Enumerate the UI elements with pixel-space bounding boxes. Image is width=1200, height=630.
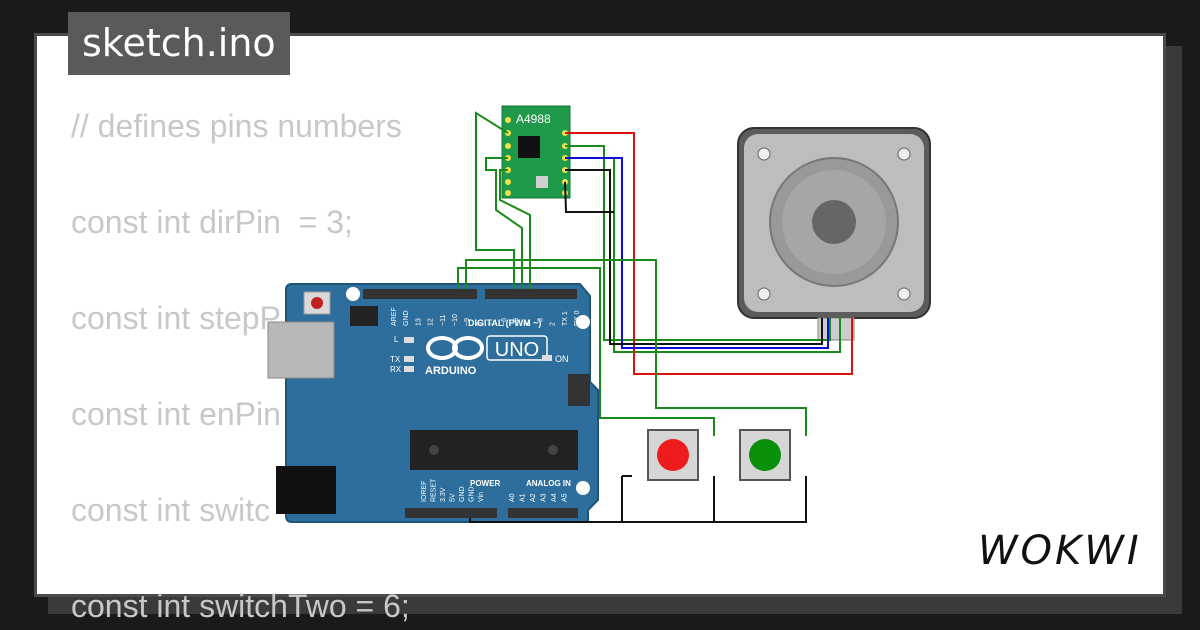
code-line-5: const int switc [71,492,271,528]
analog-in-label: ANALOG IN [526,479,571,488]
led-l-label: L [394,335,399,344]
arduino-logo-text: ARDUINO [425,365,477,377]
led-rx-label: RX [390,365,402,374]
red-pushbutton[interactable] [647,429,699,481]
sketch-title: sketch.ino [68,12,290,75]
pin-label: A5 [562,493,569,502]
stepper-motor[interactable] [737,127,931,341]
pin-label: TX 1 [562,311,569,326]
pin-label: ~5 [513,318,520,326]
pin-label: 7 [489,322,496,326]
code-line-6: const int switchTwo = 6; [71,588,410,624]
driver-label: A4988 [516,112,551,126]
pin-label: AREF [391,307,398,326]
pin-label: ~3 [537,318,544,326]
power-label: POWER [470,479,500,488]
pin-label: 2 [550,322,557,326]
pin-label: 8 [476,322,483,326]
pin-label: A2 [530,493,537,502]
code-line-1: // defines pins numbers [71,108,402,144]
pin-label: RX 0 [574,310,581,326]
pin-label: ~9 [464,318,471,326]
green-pushbutton[interactable] [739,429,791,481]
led-tx-label: TX [390,355,401,364]
pin-label: ~11 [440,315,447,326]
digital-pwm-label: DIGITAL (PWM ~) [468,318,541,328]
code-line-4: const int enPin [71,396,281,432]
pin-label: 3.3V [440,487,447,502]
wokwi-logo: WOKWI [978,528,1142,574]
code-line-3: const int stepP [71,300,281,336]
on-led-label: ON [555,354,569,364]
pin-label: A4 [551,493,558,502]
pin-label: 5V [450,493,457,502]
pin-label: 13 [415,318,422,326]
pin-label: GND [469,486,476,502]
pin-label: 4 [525,322,532,326]
pin-label: GND [459,486,466,502]
pin-label: ~10 [452,314,459,326]
wires [457,111,853,523]
pin-label: A3 [541,493,548,502]
pin-label: Vin [478,492,485,502]
arduino-board[interactable]: UNO ARDUINO DIGITAL (PWM ~) ON L TX RX P… [267,283,599,523]
code-line-2: const int dirPin = 3; [71,204,353,240]
digital-pin-labels: AREF GND 13 12 ~11 ~10 ~9 8 7 ~6 ~5 4 ~3 2 TX 1 RX 0 [391,307,581,326]
pin-label: A0 [509,493,516,502]
pin-label: GND [403,310,410,326]
pin-label: A1 [520,493,527,502]
a4988-driver[interactable]: A4988 [501,105,571,199]
pin-label: ~6 [501,318,508,326]
pin-label: IOREF [421,481,428,502]
arduino-model-label: UNO [495,339,539,361]
pin-label: 12 [428,318,435,326]
pin-label: RESET [431,478,438,502]
